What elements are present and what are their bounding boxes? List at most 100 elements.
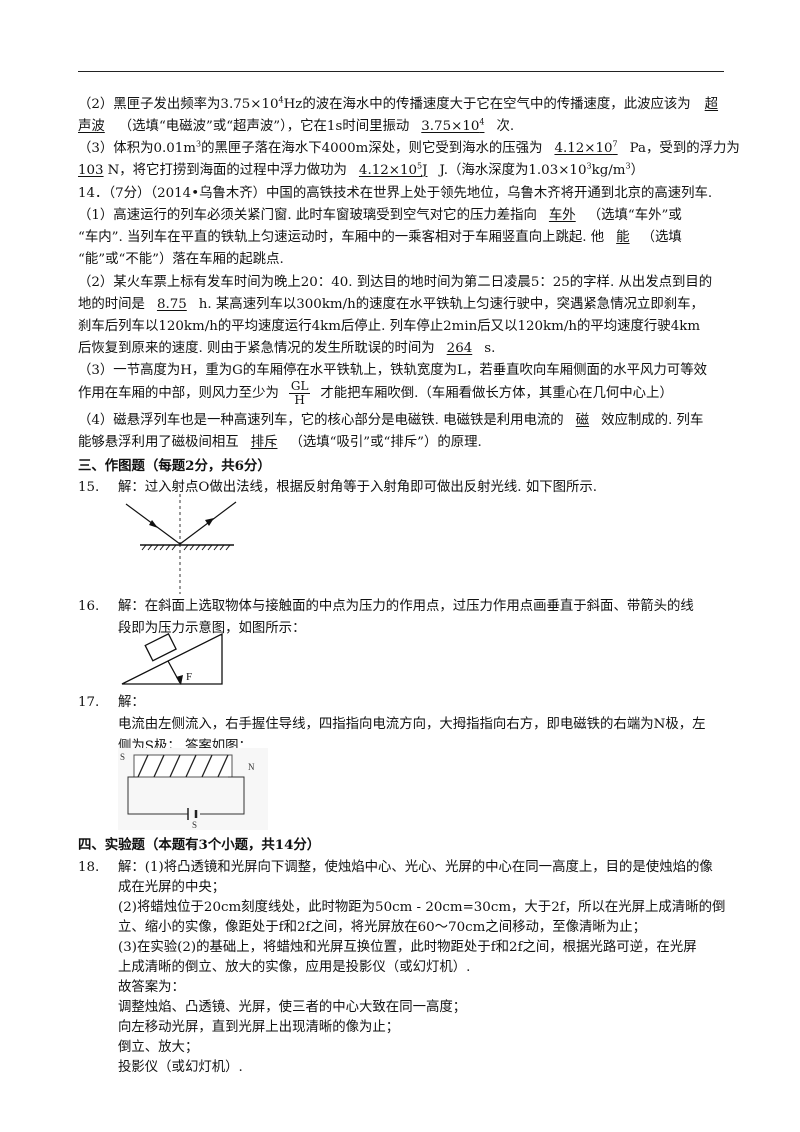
q16-number: 16. (78, 599, 100, 614)
text: 效应制成的. 列车 (601, 413, 704, 428)
incline-plane (121, 632, 223, 685)
answer-blank: 排斥 (250, 435, 278, 450)
incline-force-diagram: F (121, 632, 223, 685)
text: 才能把车厢吹倒.（车厢看做长方体，其重心在几何中心上） (320, 386, 673, 401)
text: Pa，受到的浮力为 (629, 141, 740, 156)
text: 的黑匣子落在海水下4000m深处，则它受到海水的压强为 (201, 141, 543, 156)
text: N，将它打捞到海面的过程中浮力做功为 (107, 163, 347, 178)
reflection-diagram (125, 494, 237, 594)
answer-blank: 磁 (575, 413, 590, 428)
q14-part1-line2: “车内”. 当列车在平直的铁轨上匀速运动时，车厢中的一乘客相对于车厢竖直向上跳起… (78, 229, 682, 247)
reflected-arrow-icon (205, 518, 214, 526)
exponent: 5 (417, 161, 423, 171)
answer-text: 4.12×10 (554, 141, 613, 156)
text: （选填“车外”或 (587, 208, 682, 223)
answer-blank: 声波 (78, 119, 105, 134)
exponent: 4 (479, 117, 485, 127)
text: （2）黑匣子发出频率为3.75×10 (78, 97, 279, 112)
text: s. (484, 341, 496, 356)
answer-blank: 4.12×105J (347, 162, 440, 180)
answer-blank: 4.12×107 (542, 140, 629, 158)
text: 次. (496, 119, 515, 134)
q14-heading: 14．（7分）（2014•乌鲁木齐）中国的高铁技术在世界上处于领先地位，乌鲁木齐… (78, 186, 713, 201)
mirror-hatching (141, 544, 231, 551)
text: （选填“吸引”或“排斥”）的原理. (289, 435, 482, 450)
switch-label: S (192, 820, 197, 830)
text: （选填 (641, 230, 682, 245)
answer-text: 4.12×10 (358, 163, 417, 178)
text: Hz的波在海水中的传播速度大于它在空气中的传播速度，此波应该为 (283, 97, 691, 112)
exponent: 3 (586, 161, 592, 171)
q16-text-line2: 段即为压力示意图，如图所示： (118, 621, 306, 636)
q14-part4-line2: 能够悬浮利用了磁极间相互排斥 （选填“吸引”或“排斥”）的原理. (78, 434, 482, 452)
section-4-title: 四、实验题（本题有3个小题，共14分） (78, 837, 321, 853)
answer-blank: 车外 (548, 208, 576, 223)
answer-unit: J (422, 163, 428, 178)
q14-part1-line3: “能”或“不能”）落在车厢的起跳点. (78, 252, 284, 267)
text: 地的时间是 (78, 297, 145, 312)
pole-label-s: S (120, 752, 125, 762)
q14-part3-line1: （3）一节高度为H，重为G的车厢停在水平铁轨上，铁轨宽度为L，若垂直吹向车厢侧面… (78, 363, 707, 378)
text: （1）高速运行的列车必须关紧门窗. 此时车窗玻璃受到空气对它的压力差指向 (78, 208, 537, 223)
q14-part2-line1: （2）某火车票上标有发车时间为晚上20：40. 到达目的地时间为第二日凌晨5：2… (78, 275, 713, 290)
q15-text: 解：过入射点O做出法线，根据反射角等于入射角即可做出反射光线. 如下图所示. (118, 480, 598, 495)
q14-part2-line3: 刹车后列车以120km/h的平均速度运行4km后停止. 列车停止2min后又以1… (78, 319, 701, 334)
answer-blank: 103 (78, 163, 104, 178)
text: 作用在车厢的中部，则风力至少为 (78, 386, 279, 401)
fraction-numerator: GL (288, 379, 311, 394)
circuit-wire-right (200, 776, 245, 815)
q18-line6: 上成清晰的倒立、放大的实像，应用是投影仪（或幻灯机）. (118, 960, 471, 975)
answer-blank: 8.75 (156, 297, 187, 312)
q18-line1: 解：(1)将凸透镜和光屏向下调整，使烛焰中心、光心、光屏的中心在同一高度上，目的… (118, 860, 713, 875)
text: h. 某高速列车以300km/h的速度在水平铁轨上匀速行驶中，突遇紧急情况立即刹… (198, 297, 704, 312)
q15-number: 15. (78, 480, 100, 495)
pole-label-n: N (248, 762, 255, 772)
answer-text: 3.75×10 (421, 119, 480, 134)
text: （4）磁悬浮列车也是一种高速列车，它的核心部分是电磁铁. 电磁铁是利用电流的 (78, 413, 564, 428)
q17-text-line1: 电流由左侧流入，右手握住导线，四指指向电流方向，大拇指指向右方，即电磁铁的右端为… (118, 717, 706, 732)
exponent: 3 (625, 161, 631, 171)
answer-blank: 超 (704, 97, 719, 112)
q18-line10: 倒立、放大； (118, 1040, 199, 1055)
q14-part4-line1: （4）磁悬浮列车也是一种高速列车，它的核心部分是电磁铁. 电磁铁是利用电流的磁效… (78, 412, 703, 430)
text: （3）体积为0.01m (78, 141, 196, 156)
text: （选填“电磁波”或“超声波”），它在1s时间里振动 (118, 119, 410, 134)
q14-part2-line2: 地的时间是 8.75 h. 某高速列车以300km/h的速度在水平铁轨上匀速行驶中，… (78, 296, 704, 314)
answer-blank: 3.75×104 (409, 118, 496, 136)
fraction-denominator: H (294, 393, 305, 407)
iron-core (133, 754, 233, 778)
header-rule (78, 71, 724, 72)
electromagnet-diagram: S N S (118, 748, 268, 830)
q18-line11: 投影仪（或幻灯机）. (118, 1060, 243, 1075)
exponent: 3 (196, 139, 202, 149)
answer-blank: 能 (616, 230, 630, 245)
q18-line7: 故答案为： (118, 980, 185, 995)
block-on-incline (144, 633, 177, 662)
q13-part2-line1: （2）黑匣子发出频率为3.75×104Hz的波在海水中的传播速度大于它在空气中的… (78, 96, 722, 114)
exponent: 7 (612, 139, 618, 149)
answer-blank: 264 (446, 341, 473, 356)
text: kg/m (591, 163, 626, 178)
section-3-title: 三、作图题（每题2分，共6分） (78, 458, 271, 474)
force-label: F (186, 671, 192, 683)
q18-line9: 向左移动光屏，直到光屏上出现清晰的像为止； (118, 1020, 400, 1035)
q14-part1-line1: （1）高速运行的列车必须关紧门窗. 此时车窗玻璃受到空气对它的压力差指向车外 （选… (78, 207, 682, 225)
q18-line3: (2)将蜡烛位于20cm刻度线处，此时物距为50cm - 20cm=30cm，大… (118, 900, 726, 915)
q18-line8: 调整烛焰、凸透镜、光屏，使三者的中心大致在同一高度； (118, 1000, 467, 1015)
q18-line4: 立、缩小的实像，像距处于f和2f之间，将光屏放在60～70cm之间移动，至像清晰… (118, 920, 646, 935)
q18-line2: 成在光屏的中央； (118, 880, 226, 895)
text: “车内”. 当列车在平直的铁轨上匀速运动时，车厢中的一乘客相对于车厢竖直向上跳起… (78, 230, 605, 245)
coil-windings (137, 754, 229, 778)
text: ） (630, 163, 644, 178)
incident-arrow-icon (149, 520, 158, 528)
text: 能够悬浮利用了磁极间相互 (78, 435, 239, 450)
force-arrow-icon (176, 675, 183, 685)
q17-text-line0: 解： (118, 695, 145, 710)
q16-text-line1: 解：在斜面上选取物体与接触面的中点为压力的作用点，过压力作用点画垂直于斜面、带箭… (118, 599, 694, 614)
